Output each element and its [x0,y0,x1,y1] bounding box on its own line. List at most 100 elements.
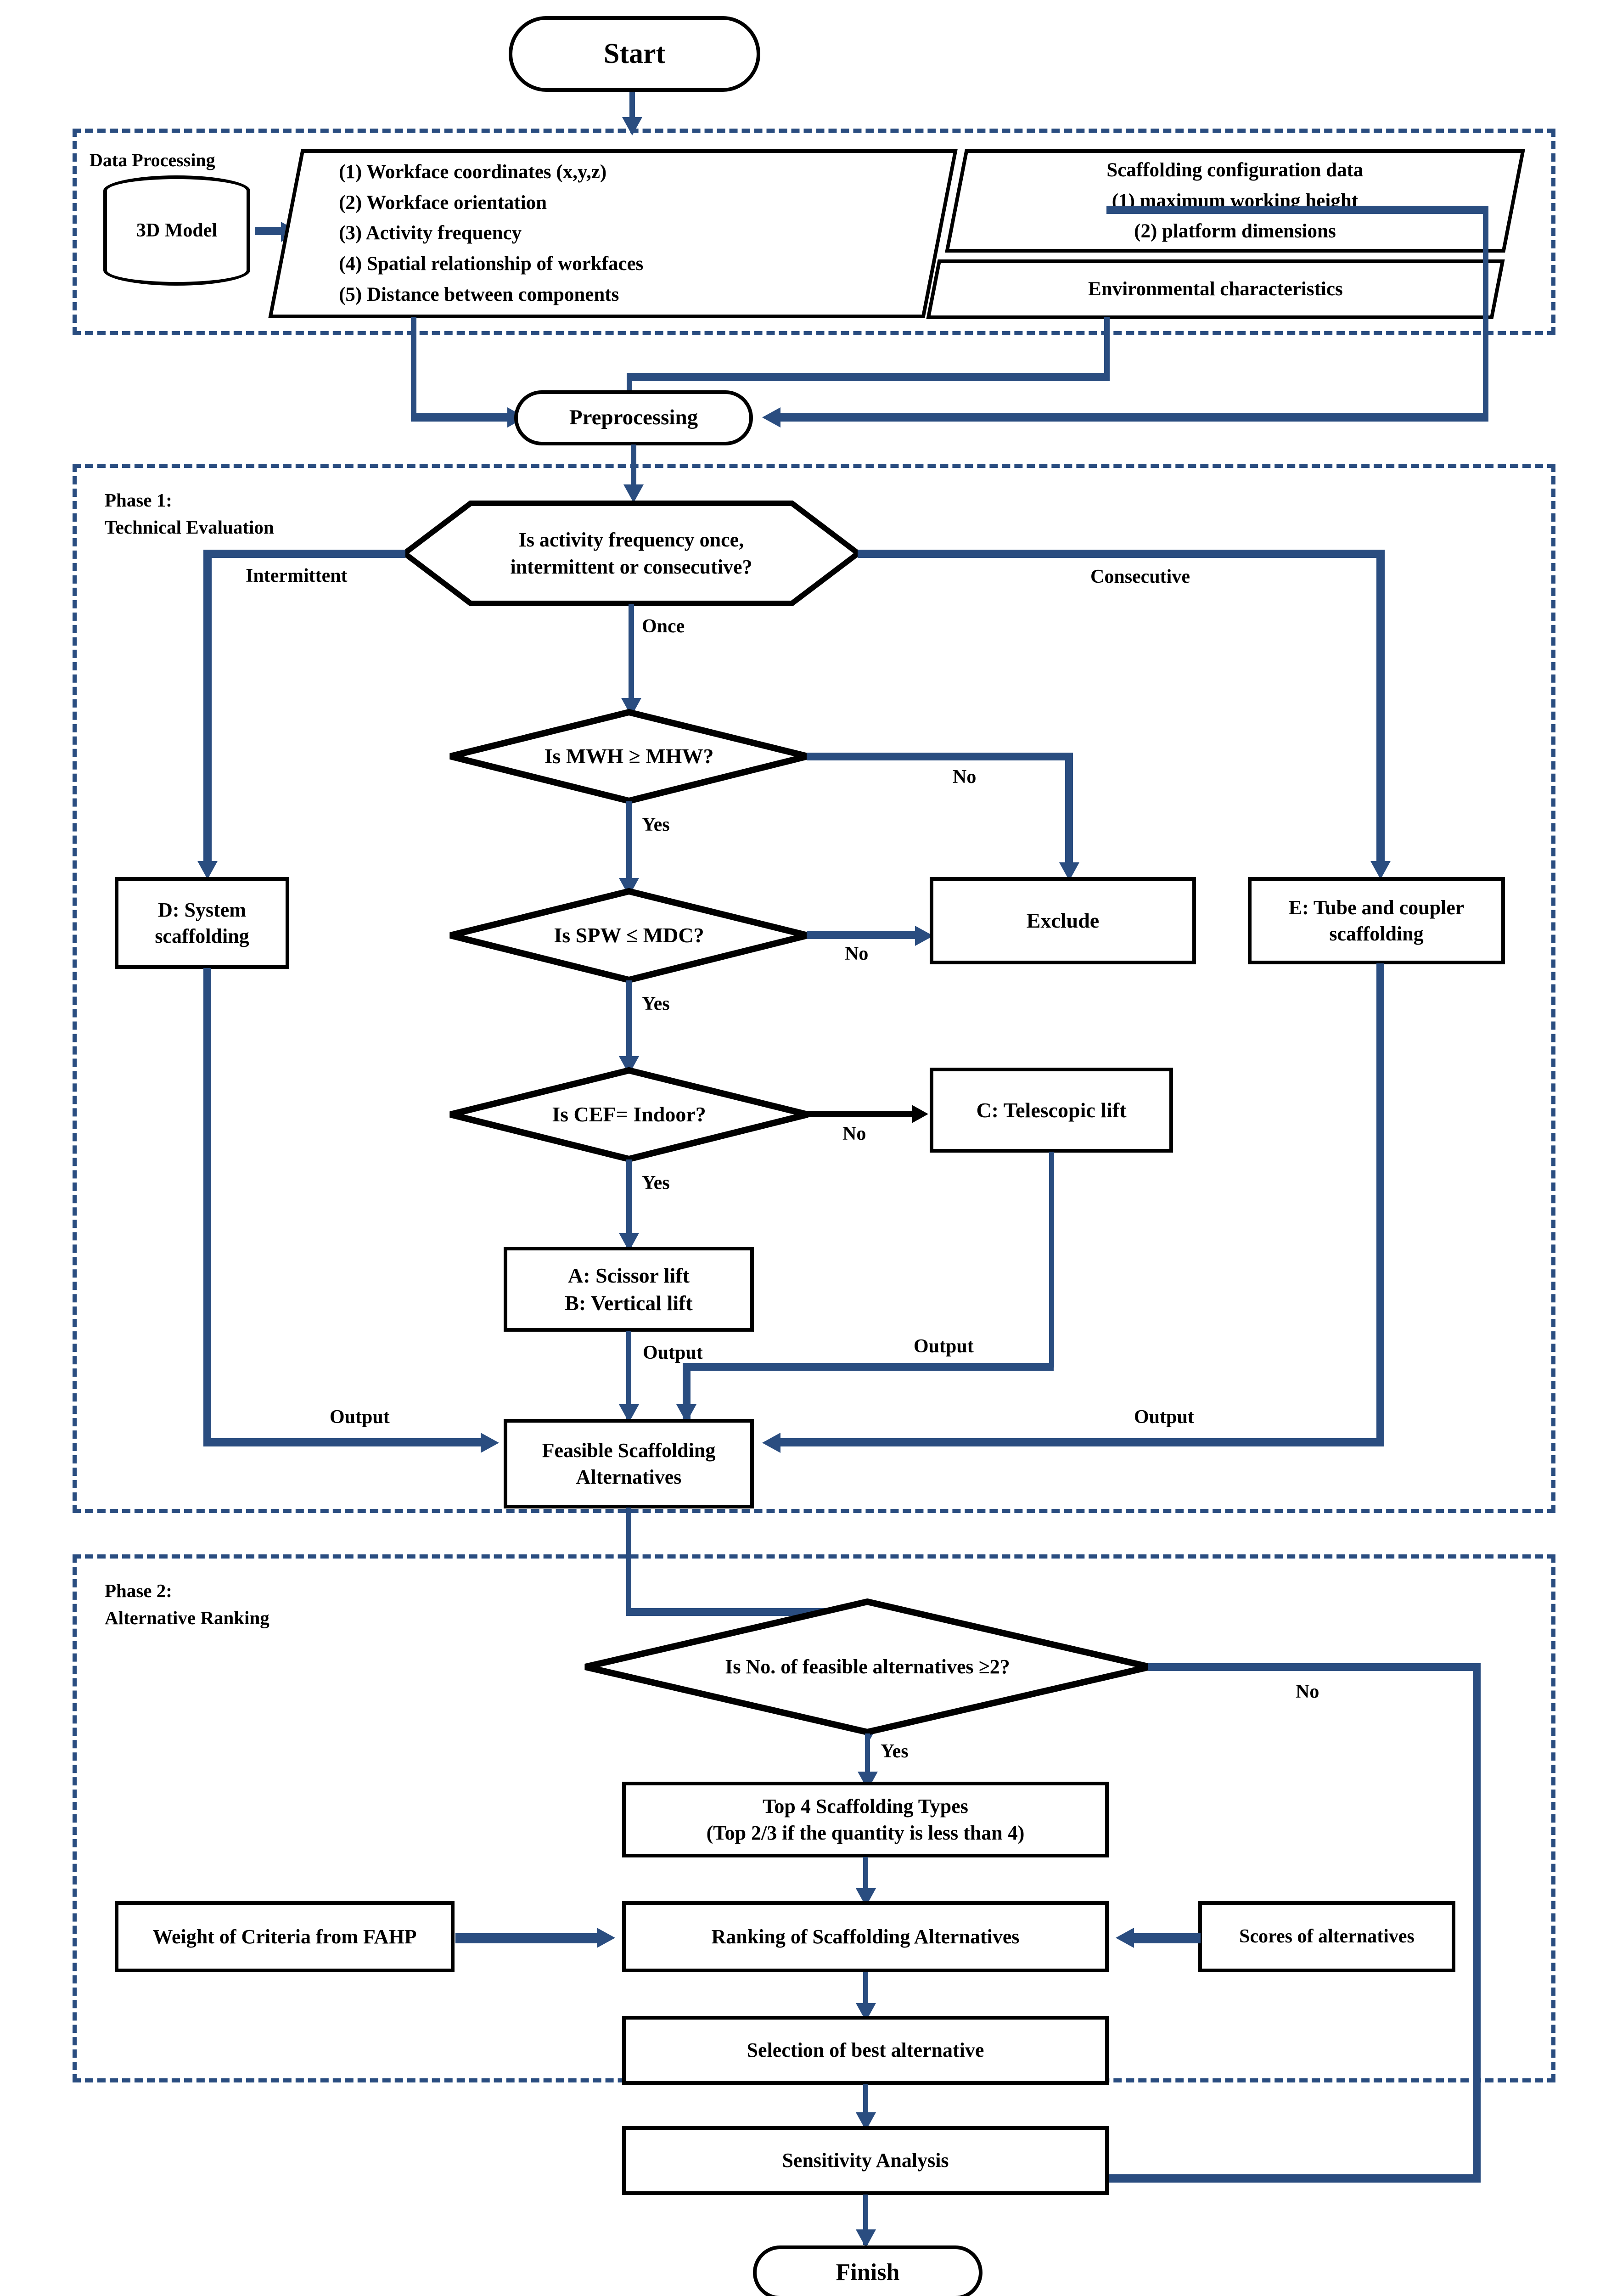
node-workface-data: (1) Workface coordinates (x,y,z) (2) Wor… [268,149,958,318]
edge-cef-yes-down [626,1159,632,1249]
group-data-processing [73,129,1555,335]
edge-mwh-yes-down [626,801,632,893]
node-weight-fahp-label: Weight of Criteria from FAHP [152,1925,417,1948]
edge-config-across [1106,206,1488,214]
edge-top4-down [863,1857,868,1903]
edge-label-alt-no: No [1296,1681,1319,1702]
edge-environmental-down [1104,317,1110,377]
edge-output-far-right-across [780,1438,1384,1446]
node-telescopic-lift: C: Telescopic lift [930,1068,1173,1153]
edge-mwh-no-across [807,753,1073,760]
edge-start-to-dataprocessing [629,92,635,122]
arrowhead-output-left-right [481,1433,499,1453]
edge-label-output-far-right: Output [1134,1407,1194,1428]
edge-label-consecutive: Consecutive [1090,566,1190,587]
node-3d-model: 3D Model [103,175,250,286]
edge-alt-yes-down [865,1733,870,1786]
edge-label-spw-yes: Yes [642,993,670,1014]
edge-preprocessing-down [631,445,636,495]
edge-label-output-right-mid: Output [914,1336,974,1357]
edge-label-intermittent: Intermittent [246,565,348,586]
arrowhead-config-into-preprocessing [762,407,780,428]
edge-intermittent-down [203,550,212,871]
node-environmental-characteristics-label: Environmental characteristics [1088,278,1343,300]
node-start: Start [509,16,760,92]
node-sensitivity-analysis-label: Sensitivity Analysis [782,2149,949,2172]
decision-spw: Is SPW ≤ MDC? [448,888,810,984]
decision-activity-frequency: Is activity frequency once, intermittent… [400,501,863,606]
node-start-label: Start [603,38,666,70]
edge-weight-to-ranking [455,1933,602,1943]
node-system-scaffolding: D: System scaffolding [115,877,289,969]
arrowhead-weight-to-ranking [597,1928,615,1948]
node-finish: Finish [753,2245,982,2296]
node-selection-best-label: Selection of best alternative [747,2039,984,2062]
decision-cef: Is CEF= Indoor? [448,1067,810,1163]
node-scaffolding-config-label: Scaffolding configuration data (1) maxim… [1106,159,1364,242]
edge-label-once: Once [642,616,685,637]
arrowhead-consecutive-down [1370,861,1391,879]
edge-mwh-no-down [1065,753,1073,873]
edge-output-telescopic-across [683,1363,1054,1371]
edge-label-output-left: Output [330,1407,390,1428]
node-finish-label: Finish [836,2259,900,2286]
edge-spw-no-across [807,931,921,939]
node-exclude: Exclude [930,877,1196,964]
group-phase1 [73,464,1555,1513]
node-preprocessing-label: Preprocessing [569,405,698,430]
arrowhead-cef-no-right [912,1105,928,1123]
arrowhead-preprocessing-down [623,484,644,503]
edge-environmental-across [627,373,1110,381]
edge-alt-no-across [1148,1663,1481,1671]
arrowhead-sensitivity-down [856,2229,876,2248]
node-exclude-label: Exclude [1026,909,1100,933]
node-weight-fahp: Weight of Criteria from FAHP [115,1901,455,1972]
group-data-processing-label: Data Processing [90,150,215,170]
node-ranking-alternatives: Ranking of Scaffolding Alternatives [622,1901,1109,1972]
decision-mwh: Is MWH ≥ MHW? [448,709,810,805]
edge-config-right-rail [1483,206,1488,418]
node-selection-best: Selection of best alternative [622,2016,1109,2085]
edge-workface-across [411,413,516,422]
node-feasible-alternatives: Feasible Scaffolding Alternatives [504,1419,754,1508]
edge-label-spw-no: No [845,943,869,964]
node-scores-alternatives: Scores of alternatives [1198,1901,1455,1972]
node-tube-coupler: E: Tube and coupler scaffolding [1248,877,1505,964]
edge-intermittent-across [203,550,405,558]
edge-cef-no-across [807,1111,917,1117]
node-environmental-characteristics: Environmental characteristics [926,259,1505,319]
node-sensitivity-analysis: Sensitivity Analysis [622,2126,1109,2195]
edge-label-mwh-no: No [953,766,977,788]
edge-output-left-down [203,968,211,1446]
arrowhead-intermittent-down [197,861,218,879]
group-phase1-label: Phase 1: Technical Evaluation [105,490,274,538]
edge-once-down [629,604,634,714]
decision-feasible-count: Is No. of feasible alternatives ≥2? [582,1598,1153,1736]
arrowhead-output-far-right-left [762,1433,780,1453]
node-3d-model-label: 3D Model [136,220,218,241]
node-scores-alternatives-label: Scores of alternatives [1239,1926,1415,1947]
node-ranking-alternatives-label: Ranking of Scaffolding Alternatives [711,1925,1020,1948]
edge-label-cef-yes: Yes [642,1172,670,1193]
node-telescopic-lift-label: C: Telescopic lift [976,1098,1127,1122]
arrowhead-scores-to-ranking [1116,1928,1134,1948]
node-tube-coupler-label: E: Tube and coupler scaffolding [1288,896,1465,945]
edge-output-center-down [626,1331,631,1420]
edge-model-to-workfacedata [255,227,284,235]
edge-spw-yes-down [626,980,632,1072]
edge-label-cef-no: No [842,1123,866,1144]
edge-output-left-across [203,1438,488,1446]
edge-output-far-right-down [1376,963,1384,1446]
edge-label-alt-yes: Yes [881,1741,909,1762]
edge-scores-to-ranking [1134,1933,1201,1943]
edge-label-output-center: Output [643,1342,703,1363]
edge-feasible-down [626,1508,631,1613]
node-feasible-alternatives-label: Feasible Scaffolding Alternatives [542,1439,716,1488]
node-scissor-vertical-lift: A: Scissor lift B: Vertical lift [504,1247,754,1332]
edge-ranking-down [863,1972,868,2018]
node-system-scaffolding-label: D: System scaffolding [155,898,249,947]
edge-workface-down [411,317,416,419]
edge-consecutive-across [858,550,1385,558]
node-workface-data-label: (1) Workface coordinates (x,y,z) (2) Wor… [339,161,644,305]
